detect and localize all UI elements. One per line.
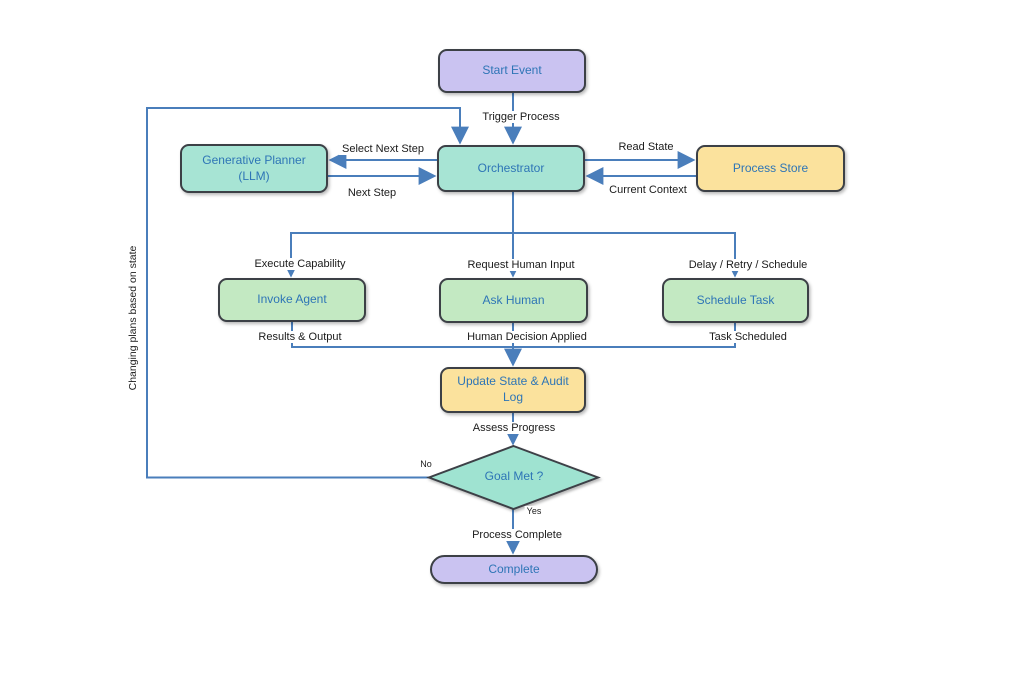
node-process-store: Process Store (696, 145, 845, 192)
edge-label-results-output: Results & Output (255, 331, 345, 343)
node-generative-planner: Generative Planner (LLM) (180, 144, 328, 193)
edge-label-delay-retry-schedule: Delay / Retry / Schedule (685, 259, 811, 271)
edge-label-assess-progress: Assess Progress (469, 422, 559, 434)
edge-label-task-scheduled: Task Scheduled (706, 331, 790, 343)
edge-label-trigger-process: Trigger Process (479, 111, 563, 123)
edge-label-execute-capability: Execute Capability (251, 258, 349, 270)
edge-label-yes: Yes (524, 506, 544, 516)
node-orchestrator: Orchestrator (437, 145, 585, 192)
edge-label-no: No (418, 459, 434, 469)
edge-label-read-state: Read State (615, 141, 677, 153)
node-start-event: Start Event (438, 49, 586, 93)
note-changing-plans: Changing plans based on state (127, 243, 139, 393)
edge-no-loop-to-orchestrator (146, 107, 469, 479)
edge-label-request-human-input: Request Human Input (464, 259, 578, 271)
node-complete: Complete (430, 555, 598, 584)
edge-label-current-context: Current Context (606, 184, 690, 196)
goal-met-diamond-shape (426, 444, 601, 511)
edge-label-next-step: Next Step (344, 187, 400, 199)
node-update-state-audit-log: Update State & Audit Log (440, 367, 586, 413)
node-schedule-task: Schedule Task (662, 278, 809, 323)
node-ask-human: Ask Human (439, 278, 588, 323)
node-invoke-agent: Invoke Agent (218, 278, 366, 322)
edge-label-process-complete: Process Complete (469, 529, 565, 541)
edge-label-select-next-step: Select Next Step (339, 143, 427, 155)
edge-label-human-decision-applied: Human Decision Applied (464, 331, 590, 343)
node-goal-met-label: Goal Met ? (484, 469, 544, 483)
